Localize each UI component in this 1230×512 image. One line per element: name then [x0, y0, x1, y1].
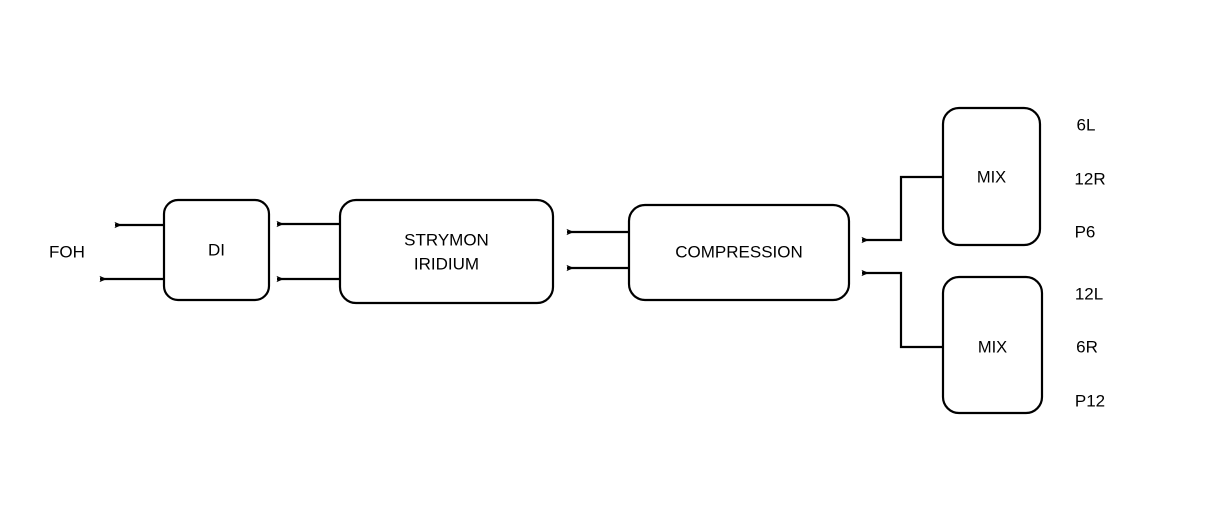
node-compression-shape[interactable] [627, 203, 851, 302]
node-mix-bottom[interactable]: MIX [941, 275, 1044, 415]
node-strymon-iridium-label-line2: IRIDIUM [414, 254, 479, 273]
node-strymon-iridium-shape[interactable] [338, 198, 555, 305]
node-di-label: DI [208, 240, 225, 259]
node-strymon-iridium[interactable]: STRYMON IRIDIUM [338, 198, 555, 305]
node-strymon-iridium-label-line1: STRYMON [404, 230, 489, 249]
node-compression-label: COMPRESSION [675, 242, 803, 261]
source-label-top-3: P6 [1075, 222, 1096, 241]
node-mix-bottom-shape[interactable] [941, 275, 1044, 415]
source-label-top-1: 6L [1077, 115, 1096, 134]
node-mix-top[interactable]: MIX [941, 106, 1042, 247]
source-label-bottom-1: 12L [1075, 284, 1103, 303]
node-di-shape[interactable] [162, 198, 271, 302]
edge-mix-bottom-to-compression [861, 269, 943, 349]
node-mix-bottom-label: MIX [978, 338, 1007, 356]
edge-mix-top-to-compression [861, 175, 943, 244]
node-di[interactable]: DI [162, 198, 271, 302]
node-mix-top-shape[interactable] [941, 106, 1042, 247]
output-label-foh: FOH [49, 242, 85, 261]
source-label-bottom-2: 6R [1076, 337, 1098, 356]
source-label-top-2: 12R [1074, 169, 1105, 188]
node-compression[interactable]: COMPRESSION [627, 203, 851, 302]
source-label-bottom-3: P12 [1075, 391, 1105, 410]
node-mix-top-label: MIX [977, 168, 1006, 186]
